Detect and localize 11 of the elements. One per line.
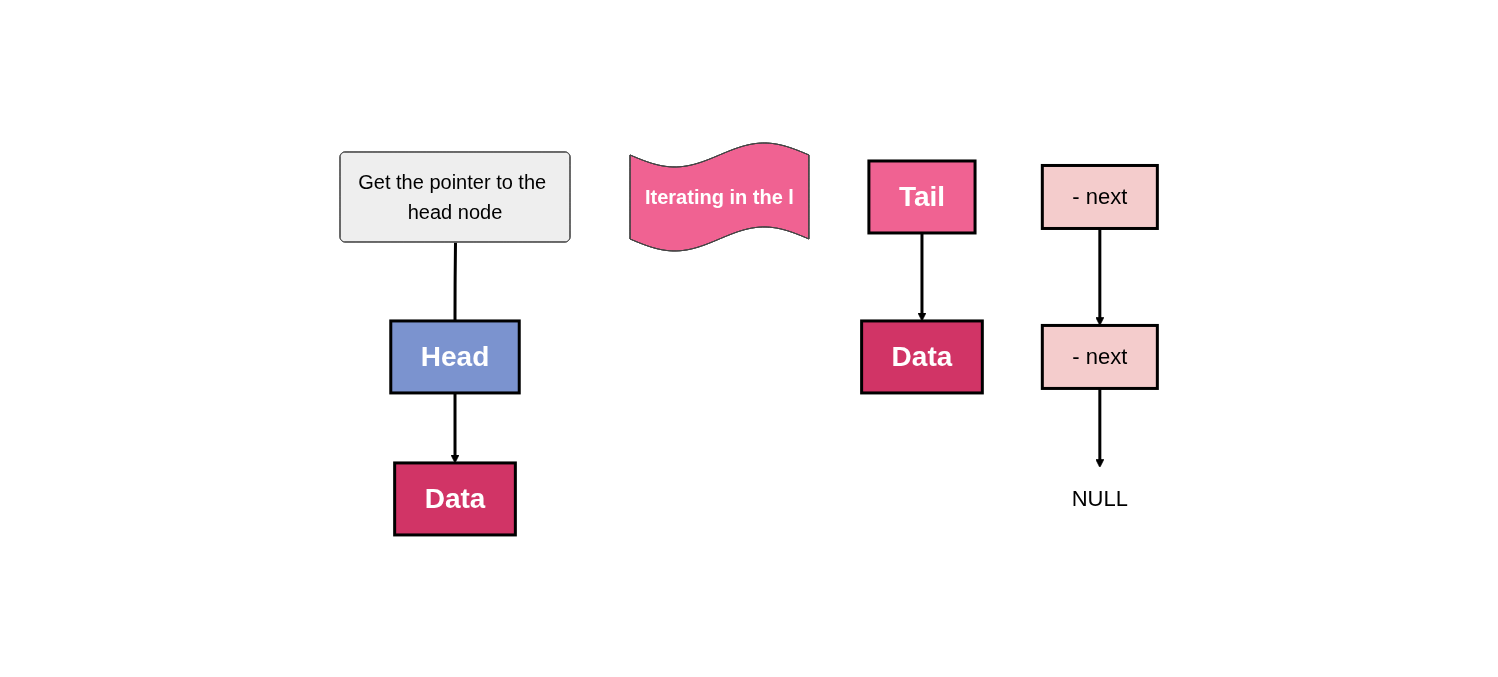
node-box: Data <box>860 319 984 394</box>
arrow <box>1095 387 1105 468</box>
connector <box>453 242 457 321</box>
node-box: - next <box>1040 323 1159 390</box>
node-box: Head <box>389 319 521 394</box>
arrow <box>450 392 460 463</box>
node-text: NULL <box>1071 485 1128 511</box>
node-box: Tail <box>867 159 977 234</box>
node-box: - next <box>1040 163 1159 230</box>
node-box: Data <box>393 460 517 536</box>
arrow <box>917 232 927 321</box>
